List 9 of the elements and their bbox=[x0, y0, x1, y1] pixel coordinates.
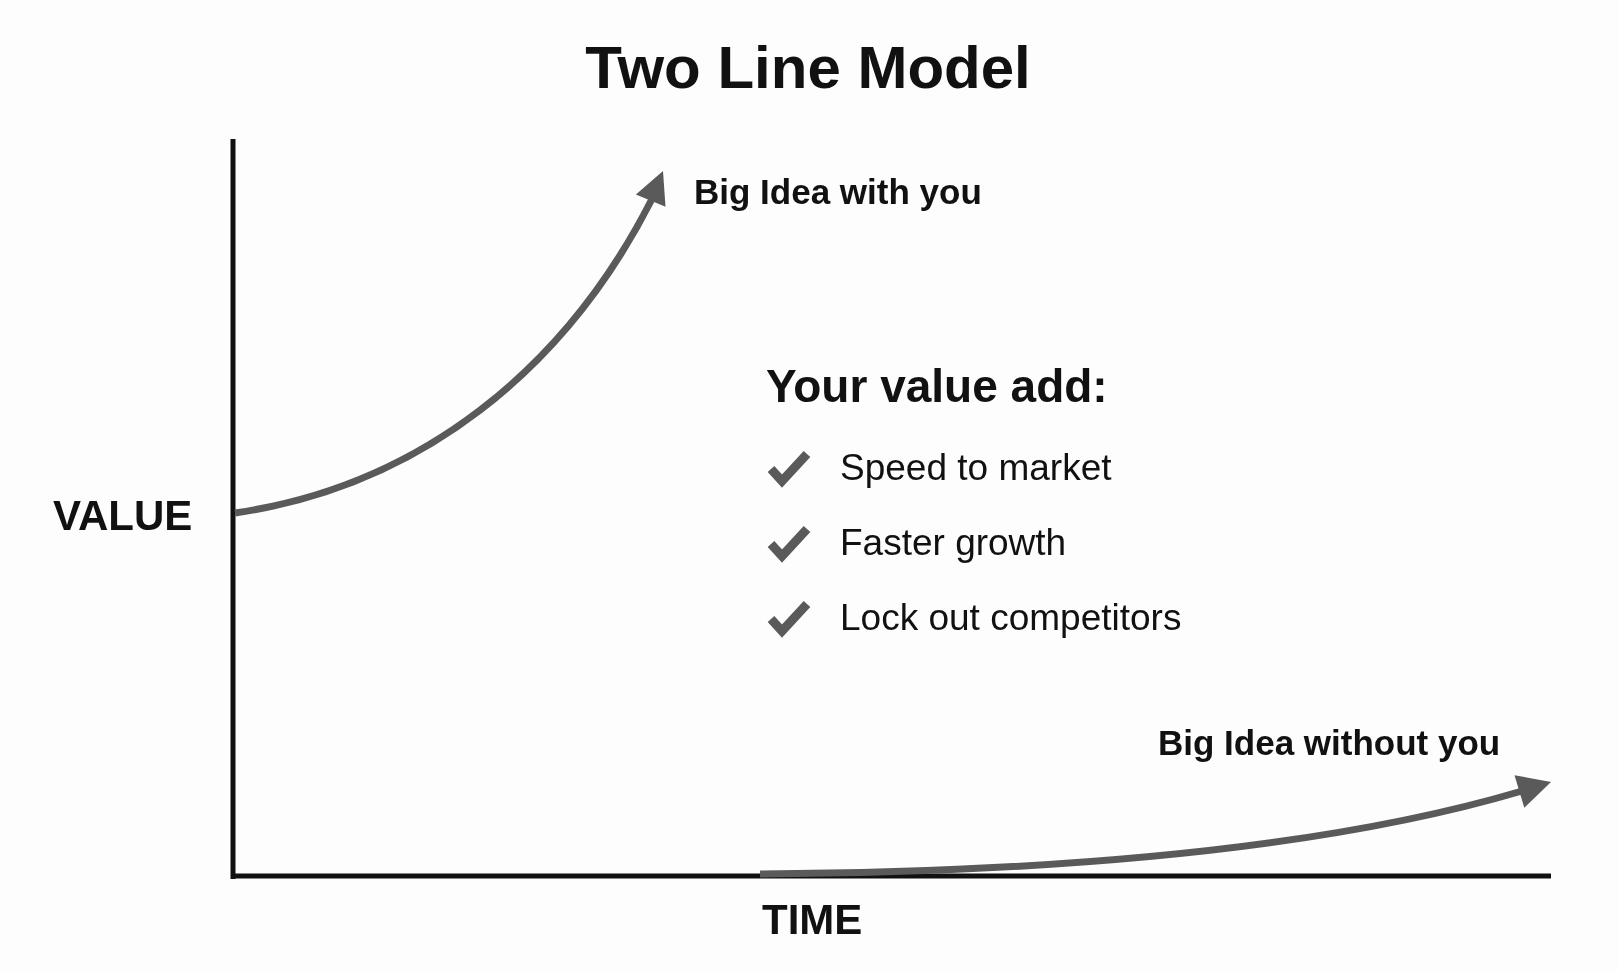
diagram-title: Two Line Model bbox=[585, 32, 1031, 102]
axis-label: TIME bbox=[762, 895, 863, 945]
curve-label: Big Idea without you bbox=[1158, 722, 1501, 764]
list-item: Faster growth bbox=[840, 521, 1067, 565]
axis-label: VALUE bbox=[53, 491, 193, 541]
list-heading: Your value add: bbox=[766, 359, 1108, 413]
list-item: Speed to market bbox=[840, 446, 1112, 490]
curve-label: Big Idea with you bbox=[694, 171, 982, 213]
list-item: Lock out competitors bbox=[840, 596, 1182, 640]
